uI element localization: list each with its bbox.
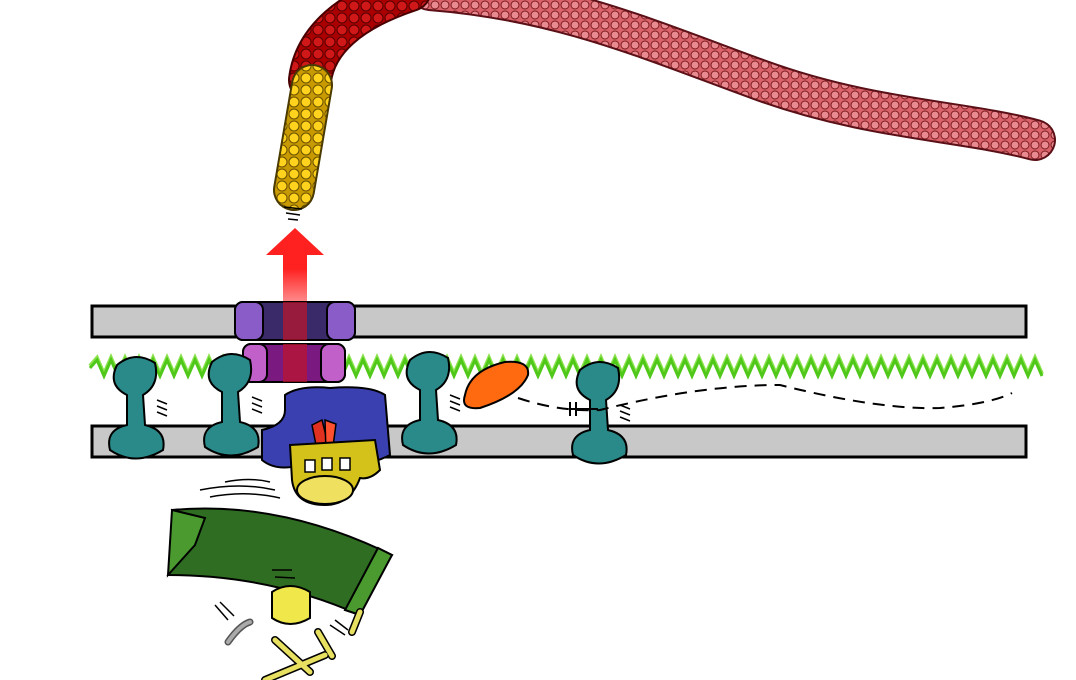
motion-marks-icon [449,394,461,412]
motion-marks-icon [199,478,349,636]
flagellar-filament-beads [413,0,1054,159]
atpase-lobe [296,475,354,505]
outer-membrane [90,304,1028,339]
grey-fragment-inner [226,620,252,644]
rod-beads [275,66,331,209]
export-arrow-icon [266,228,324,330]
stator-protein-2 [203,353,260,457]
c-ring-edge-right [343,546,394,617]
stator-protein-1 [108,356,165,460]
l-ring [234,301,356,341]
inhibit-mark-icon [569,402,598,416]
motion-marks-icon [156,399,168,417]
c-ring-edge-left [166,508,207,578]
stator-protein-3 [401,351,458,455]
motion-marks-icon [619,404,631,422]
fliI-monomer [271,585,311,625]
orange-protein [463,360,530,410]
dashed-chain [517,383,1013,412]
yellow-rods-fill [262,609,363,680]
stator-protein-4 [571,361,628,465]
export-apparatus-subunits [304,457,351,473]
p-ring [242,343,346,383]
motion-marks-icon [251,396,263,414]
motion-marks-icon [283,206,303,221]
